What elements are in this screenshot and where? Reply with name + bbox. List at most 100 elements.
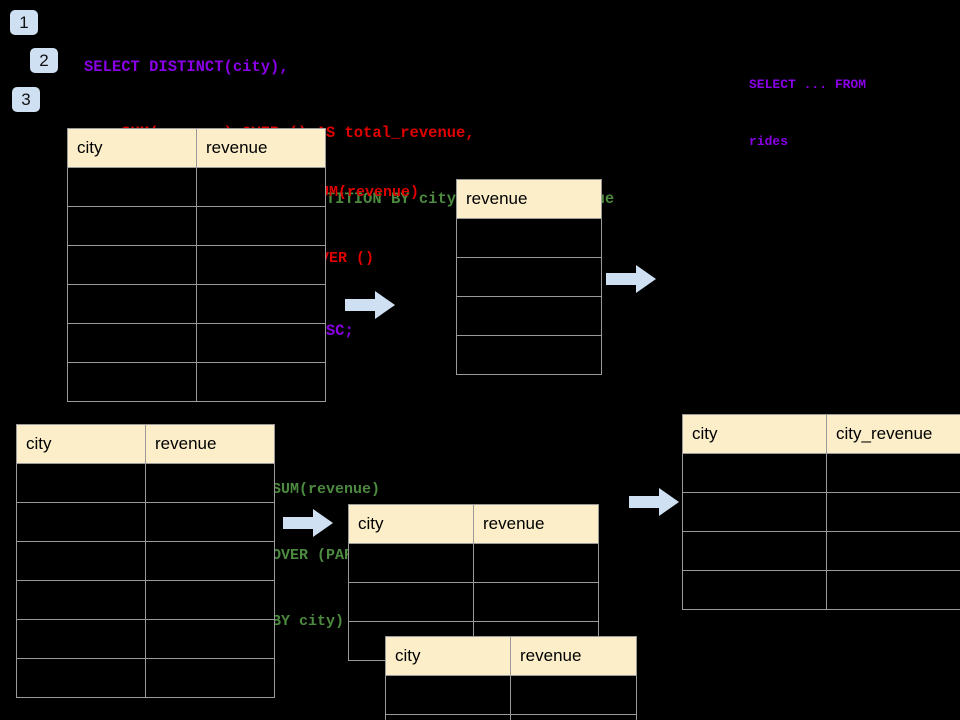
table-header-row: city revenue: [385, 636, 637, 676]
table-row: [67, 323, 326, 363]
cell-revenue: [145, 502, 275, 542]
cell-revenue: [196, 206, 326, 246]
table-row: [16, 619, 275, 659]
cell-city: [16, 463, 146, 503]
step-badge-1[interactable]: 1: [10, 10, 38, 35]
table-body: [16, 463, 275, 698]
cell-city: [682, 492, 827, 532]
column-header-city: city: [348, 504, 474, 544]
table-partition-b: city revenue: [385, 636, 637, 720]
cell-city-revenue: [826, 570, 960, 610]
annotation-over-empty-line-2: OVER (): [311, 250, 375, 267]
cell-city: [67, 167, 197, 207]
cell-city-revenue: [826, 453, 960, 493]
table-body: [385, 675, 637, 720]
table-header-row: city revenue: [67, 128, 326, 168]
cell-city-revenue: [826, 492, 960, 532]
table-row: [456, 296, 602, 336]
cell-city: [385, 714, 511, 720]
cell-revenue: [145, 580, 275, 620]
table-row: [456, 335, 602, 375]
cell-revenue: [196, 245, 326, 285]
cell-revenue: [196, 362, 326, 402]
table-row: [16, 502, 275, 542]
cell-revenue: [196, 323, 326, 363]
cell-city: [348, 582, 474, 622]
table-row: [682, 453, 960, 493]
annotation-over-partition-line-1: SUM(revenue): [272, 481, 381, 498]
table-row: [16, 463, 275, 503]
cell-revenue: [510, 675, 637, 715]
table-rides-source: city revenue: [67, 128, 326, 402]
column-header-revenue: revenue: [473, 504, 599, 544]
cell-city: [67, 206, 197, 246]
cell-city: [16, 541, 146, 581]
cell-city: [16, 502, 146, 542]
step-badge-2[interactable]: 2: [30, 48, 58, 73]
table-row: [456, 257, 602, 297]
table-body: [456, 218, 602, 375]
cell-revenue: [473, 543, 599, 583]
cell-city: [67, 245, 197, 285]
cell-revenue: [145, 619, 275, 659]
annotation-over-empty-line-1: SUM(revenue): [311, 184, 420, 201]
table-row: [456, 218, 602, 258]
cell-city: [682, 453, 827, 493]
side-note-select-from-rides: SELECT ... FROM rides: [749, 37, 866, 189]
table-row: [348, 582, 599, 622]
column-header-revenue: revenue: [510, 636, 637, 676]
column-header-city: city: [385, 636, 511, 676]
cell-revenue: [145, 541, 275, 581]
table-body: [67, 167, 326, 402]
cell-revenue: [456, 218, 602, 258]
table-row: [16, 580, 275, 620]
table-header-row: city revenue: [348, 504, 599, 544]
side-note-line-1: SELECT ... FROM: [749, 77, 867, 92]
arrow-total-to-result-top: [606, 265, 656, 293]
column-header-city: city: [682, 414, 827, 454]
cell-city: [67, 362, 197, 402]
table-header-row: city revenue: [16, 424, 275, 464]
cell-city: [16, 619, 146, 659]
column-header-city-revenue: city_revenue: [826, 414, 960, 454]
cell-revenue: [456, 257, 602, 297]
cell-revenue: [196, 167, 326, 207]
column-header-revenue: revenue: [196, 128, 326, 168]
table-row: [385, 714, 637, 720]
arrow-partition-to-result: [629, 488, 679, 516]
table-total-revenue: revenue: [456, 179, 602, 375]
annotation-over-partition-line-3: BY city): [272, 613, 345, 630]
table-body: [682, 453, 960, 610]
cell-revenue: [145, 463, 275, 503]
table-row: [385, 675, 637, 715]
annotation-sum-over-empty: SUM(revenue) OVER (): [311, 138, 419, 314]
column-header-city: city: [67, 128, 197, 168]
table-row: [67, 206, 326, 246]
table-header-row: city city_revenue: [682, 414, 960, 454]
step-badge-3[interactable]: 3: [12, 87, 40, 112]
cell-revenue: [456, 296, 602, 336]
table-row: [67, 167, 326, 207]
cell-city: [385, 675, 511, 715]
table-row: [67, 362, 326, 402]
cell-city: [67, 323, 197, 363]
table-row: [348, 543, 599, 583]
table-row: [682, 492, 960, 532]
table-row: [67, 284, 326, 324]
table-row: [682, 570, 960, 610]
cell-city: [16, 580, 146, 620]
arrow-source2-to-partition: [283, 509, 333, 537]
table-city-revenue-result: city city_revenue: [682, 414, 960, 610]
cell-revenue: [145, 658, 275, 698]
table-row: [67, 245, 326, 285]
column-header-city: city: [16, 424, 146, 464]
side-note-line-2: rides: [749, 134, 789, 149]
table-row: [682, 531, 960, 571]
cell-city: [16, 658, 146, 698]
cell-city: [348, 543, 474, 583]
column-header-revenue: revenue: [145, 424, 275, 464]
cell-revenue: [196, 284, 326, 324]
cell-revenue: [456, 335, 602, 375]
table-rides-source-2: city revenue: [16, 424, 275, 698]
